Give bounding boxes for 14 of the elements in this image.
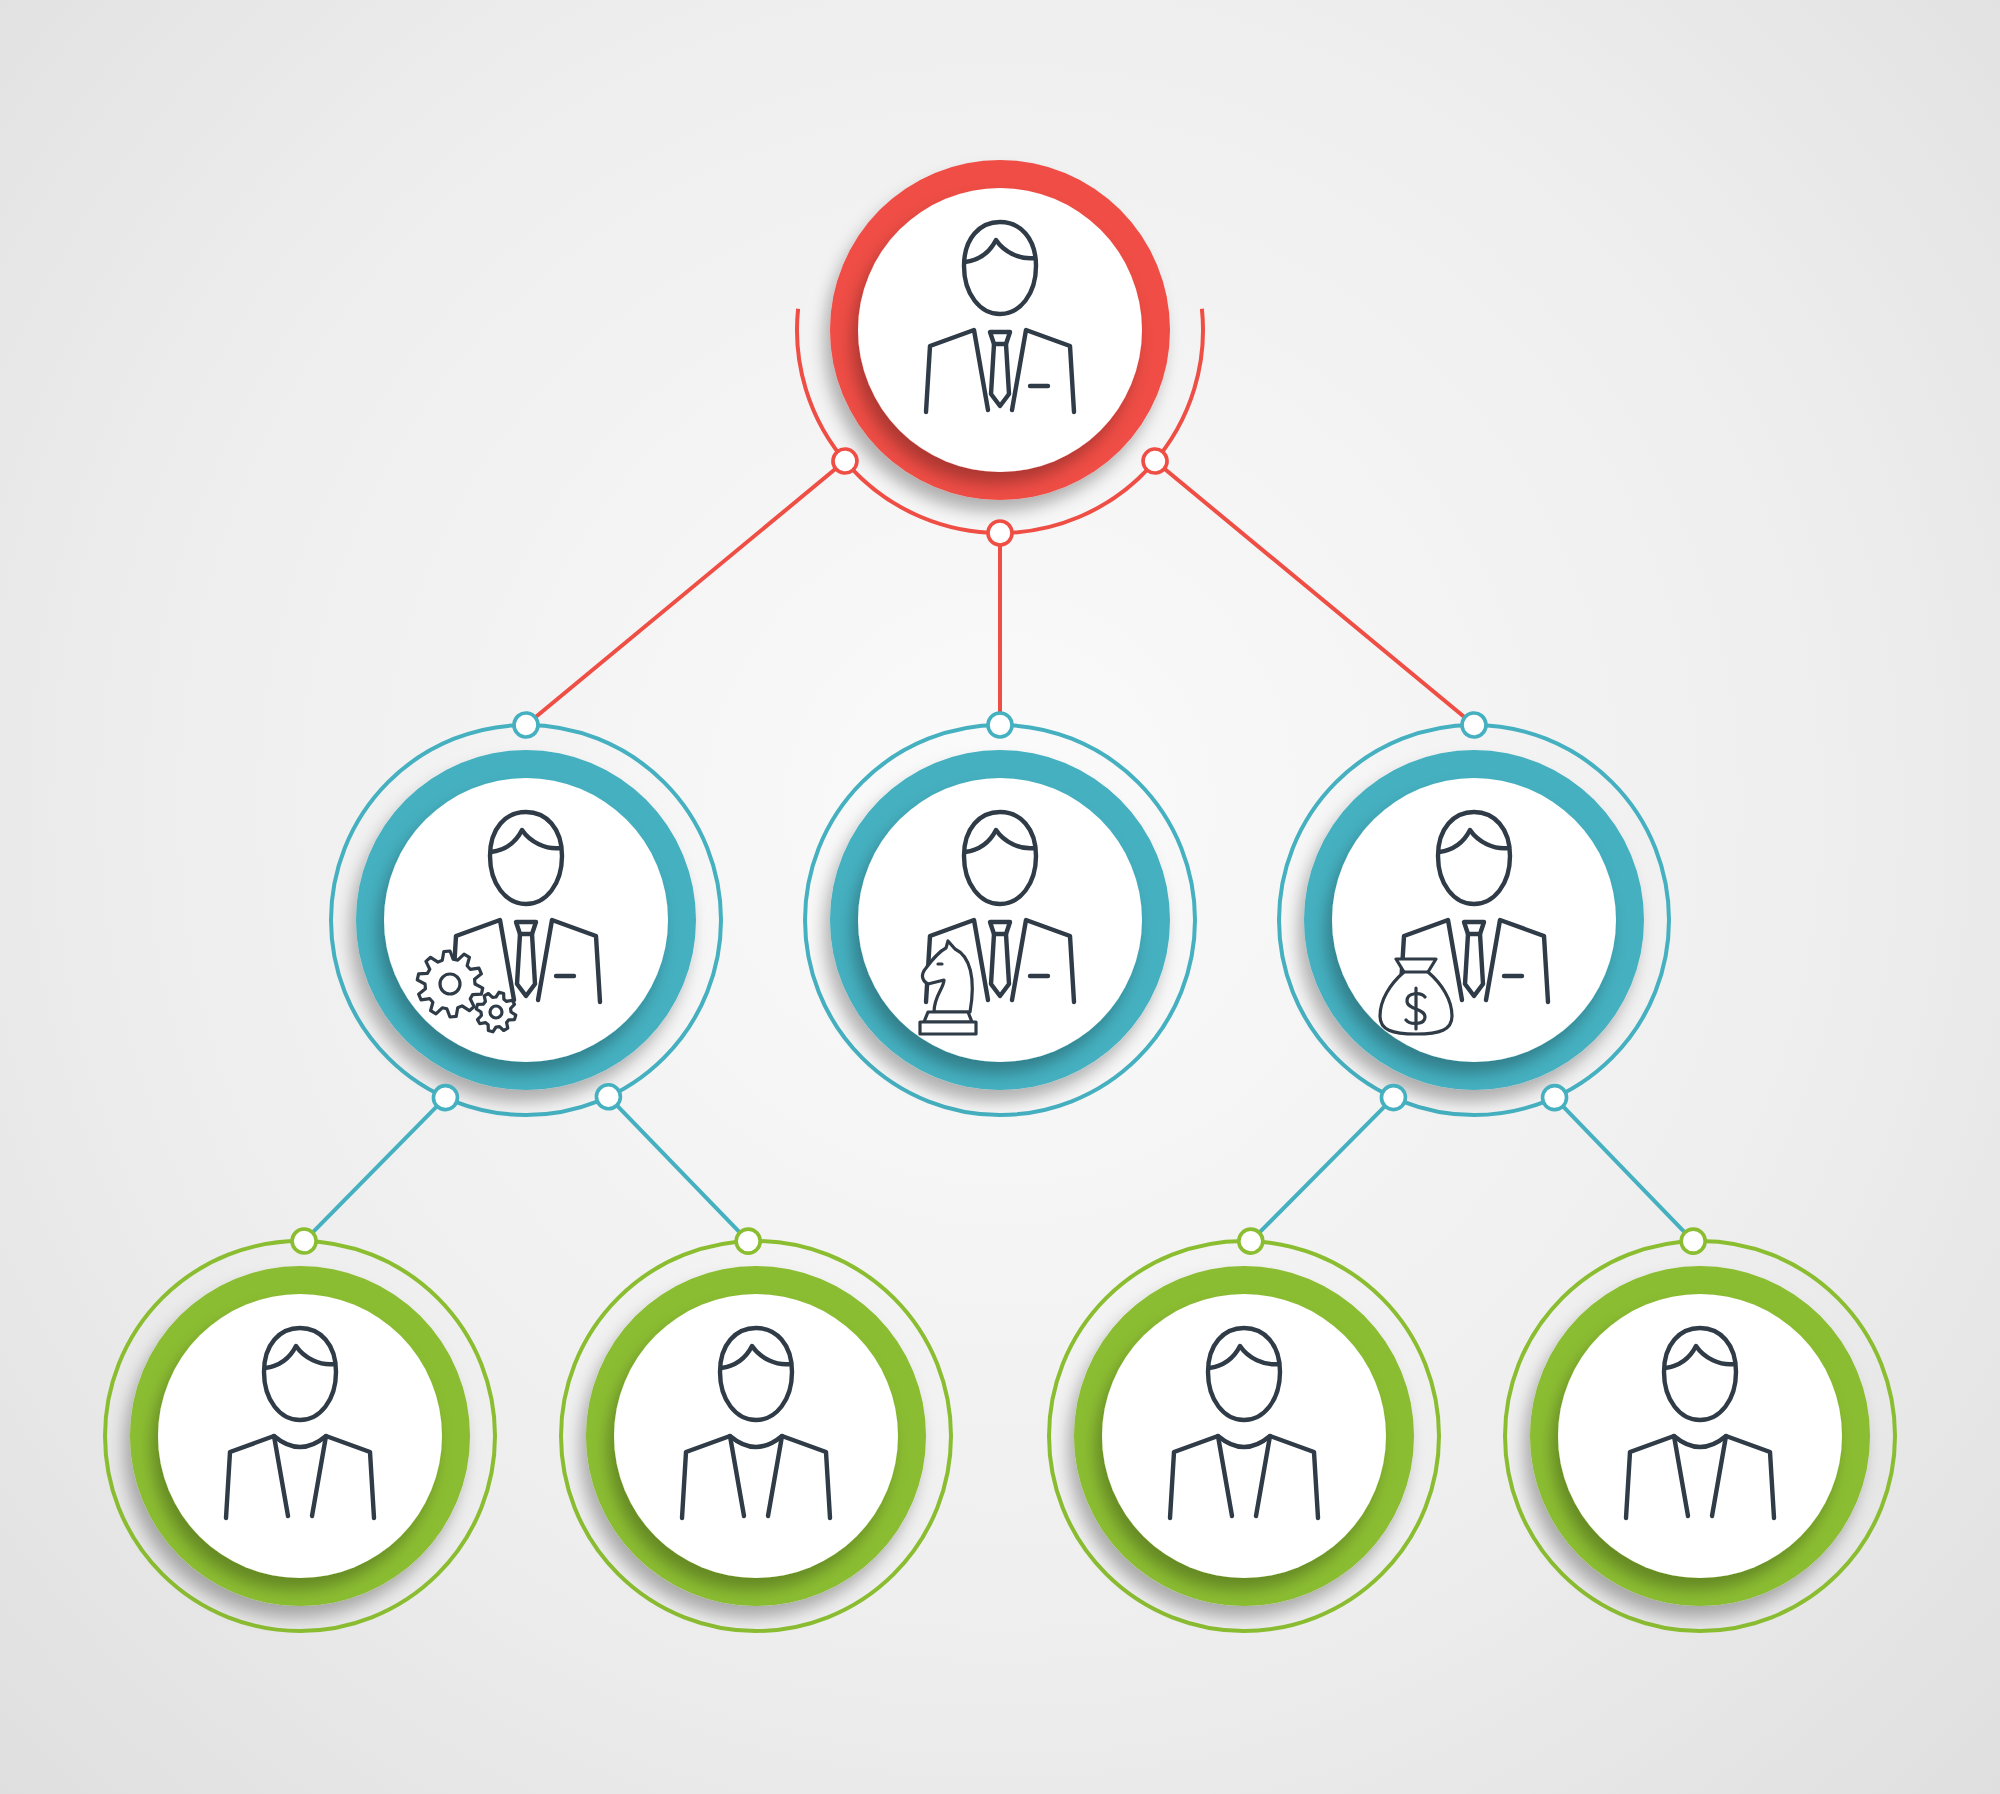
connector-line <box>1237 1083 1408 1255</box>
person-node <box>1046 1238 1442 1634</box>
connector-line <box>512 447 859 739</box>
person-node <box>1276 722 1672 1118</box>
connector-line <box>1141 447 1488 739</box>
connector-line <box>594 1082 762 1255</box>
person-node <box>802 722 1198 1118</box>
connector-line <box>1540 1083 1707 1255</box>
connector-line <box>986 519 1014 739</box>
person-node <box>1502 1238 1898 1634</box>
person-node <box>102 1238 498 1634</box>
connector-line <box>290 1083 460 1255</box>
person-node <box>558 1238 954 1634</box>
person-node <box>328 722 724 1118</box>
